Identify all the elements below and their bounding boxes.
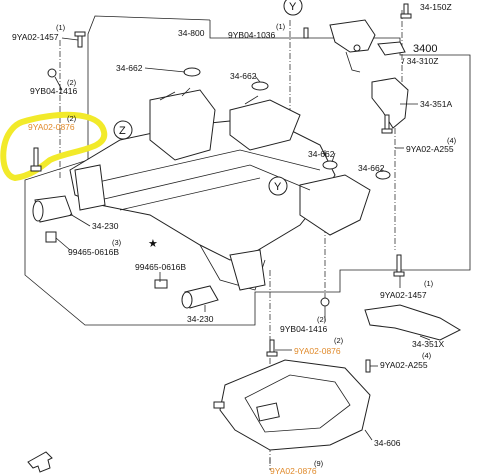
under-cover-34-606 [219,359,371,451]
svg-text:Y: Y [289,1,297,13]
part-code-9ya02-a255[interactable]: 9YA02-A255 [406,144,454,154]
part-code-9ya02-0876-highlighted[interactable]: 9YA02-0876 [28,122,75,132]
part-code-9yb04-1416[interactable]: 9YB04-1416 [280,324,328,334]
view-marker-z: Z [113,120,133,140]
part-code-9yb04-1416[interactable]: 9YB04-1416 [30,86,78,96]
part-code-99465-0616b[interactable]: 99465-0616B [68,247,119,257]
bolt [303,27,309,39]
front-subframe [69,87,371,291]
bolt [45,231,57,243]
part-code-34-150z[interactable]: 34-150Z [420,2,452,12]
part-code-34-800[interactable]: 34-800 [178,28,205,38]
bracket-34-351a [371,77,409,129]
qty-label: (2) [67,78,77,87]
lower-arm-assembly [329,19,406,73]
bolt [154,279,168,289]
part-code-34-662[interactable]: 34-662 [358,163,385,173]
bolt [365,359,371,373]
bolt [400,3,412,19]
qty-label: (2) [334,336,344,345]
bolt [213,401,225,409]
bolt [381,114,393,134]
svg-text:Y: Y [274,181,282,193]
front-arrow-icon [27,451,53,473]
part-code-34-230[interactable]: 34-230 [92,221,119,231]
part-code-9ya02-0876[interactable]: 9YA02-0876 [270,466,317,474]
clip-icon [375,170,391,180]
part-code-9ya02-1457[interactable]: 9YA02-1457 [12,32,59,42]
qty-label: (1) [276,22,286,31]
part-code-9ya02-1457[interactable]: 9YA02-1457 [380,290,427,300]
clip-icon [251,81,269,91]
qty-label: (3) [112,238,122,247]
part-code-9ya02-0876[interactable]: 9YA02-0876 [294,346,341,356]
clip-icon [183,67,201,77]
bolt [393,254,405,277]
star-marker: ★ [148,238,158,250]
nut [47,68,57,78]
callout-leaders [54,37,431,464]
subframe-group-outline [87,15,211,55]
nut [320,297,330,307]
highlight-ring [0,111,108,182]
qty-label: (9) [314,459,324,468]
bushing-34-230-mid [181,285,219,309]
part-code-34-662[interactable]: 34-662 [230,71,257,81]
view-marker-y-mid: Y [268,176,288,196]
part-code-99465-0616b[interactable]: 99465-0616B [135,262,186,272]
clip-icon [322,160,338,170]
part-code-34-230[interactable]: 34-230 [187,314,214,324]
part-code-34-606[interactable]: 34-606 [374,438,401,448]
qty-label: (2) [67,114,77,123]
qty-label: (1) [424,279,434,288]
bushing-34-230-left [32,195,73,223]
part-code-34-310z[interactable]: / 34-310Z [402,56,438,66]
part-code-3400[interactable]: 3400 [413,43,437,55]
part-code-34-662[interactable]: 34-662 [308,149,335,159]
qty-label: (2) [317,315,327,324]
bolt-highlighted [30,147,42,172]
part-code-9ya02-a255[interactable]: 9YA02-A255 [380,360,428,370]
bracket-34-351x [364,304,462,341]
qty-label: (4) [447,136,457,145]
part-code-9yb04-1036[interactable]: 9YB04-1036 [228,30,276,40]
bolt [266,339,278,357]
svg-text:Z: Z [119,125,126,137]
part-code-34-351a[interactable]: 34-351A [420,99,452,109]
qty-label: (4) [422,351,432,360]
view-marker-y-top: Y [283,0,303,16]
part-code-34-662[interactable]: 34-662 [116,63,143,73]
part-code-34-351x[interactable]: 34-351X [412,339,444,349]
qty-label: (1) [56,23,66,32]
